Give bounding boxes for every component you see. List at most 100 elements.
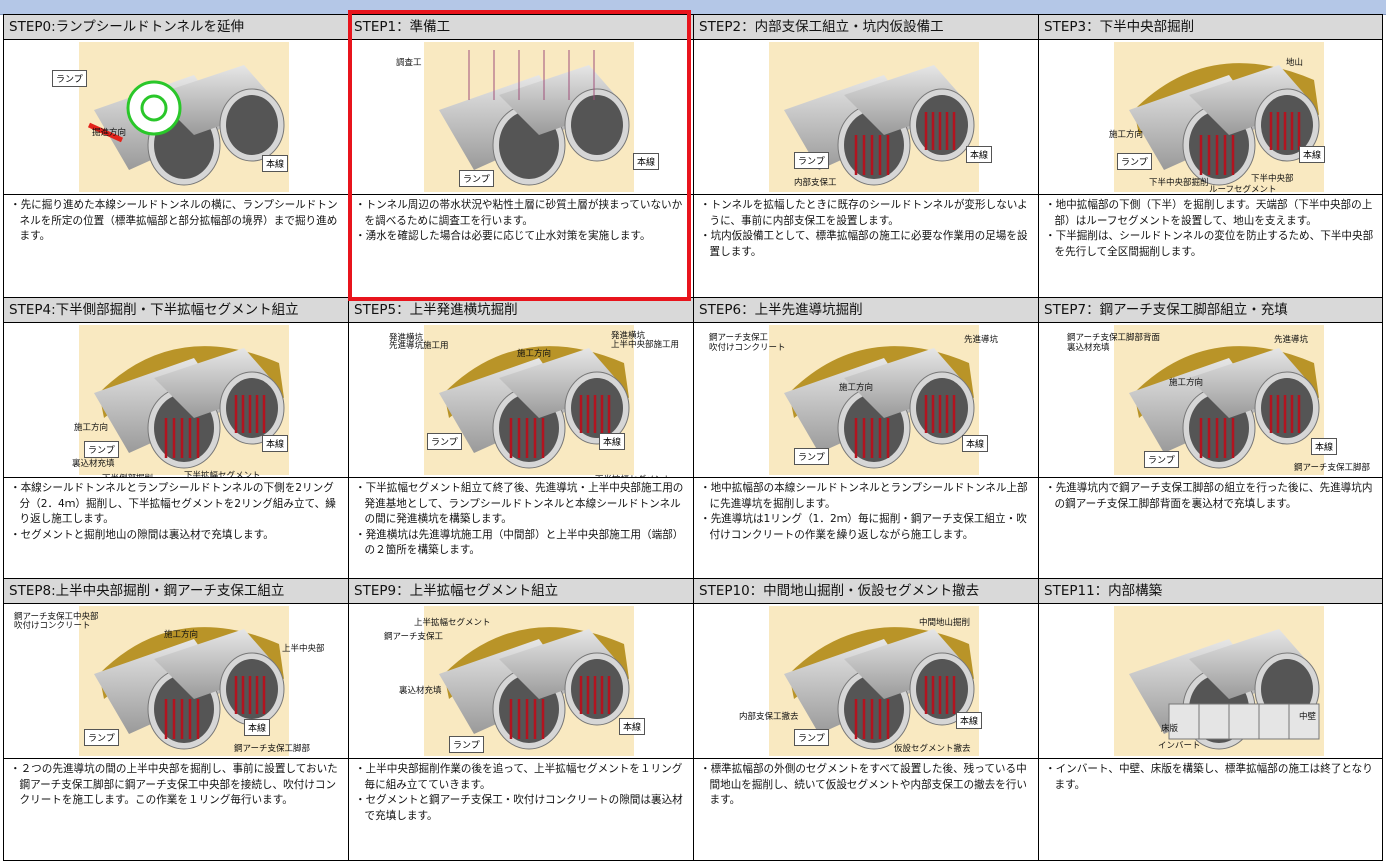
tunnel-drawing (1129, 346, 1320, 469)
diagram-label: 鋼アーチ支保工脚部 (234, 744, 310, 754)
step-cell-4: STEP4:下半側部掘削・下半拡幅セグメント組立施工方向ランプ本線裏込材充填下半… (4, 298, 349, 579)
diagram-label: 鋼アーチ支保工脚部 (1294, 463, 1370, 473)
step-illustration: 上半拡幅セグメント鋼アーチ支保工裏込材充填ランプ本線 (349, 604, 693, 759)
step-cell-9: STEP9：上半拡幅セグメント組立上半拡幅セグメント鋼アーチ支保工裏込材充填ラン… (349, 579, 694, 861)
step-description: ・インバート、中壁、床版を構築し、標準拡幅部の施工は終了となります。 (1039, 759, 1382, 793)
step-description: ・先進導坑内で鋼アーチ支保工脚部の組立を行った後に、先進導坑内の鋼アーチ支保工脚… (1039, 478, 1382, 512)
step-cell-0: STEP0:ランプシールドトンネルを延伸ランプ本線掘進方向・先に掘り進めた本線シ… (4, 15, 349, 298)
step-title: STEP5：上半発進横坑掘削 (349, 298, 693, 323)
diagram-label: 掘進方向 (92, 128, 127, 138)
step-illustration: ランプ本線掘進方向 (4, 40, 348, 195)
step-illustration: 発進横坑先進導坑施工用施工方向発進横坑上半中央部施工用ランプ本線下半拡幅セグメン… (349, 323, 693, 478)
diagram-label: 先進導坑 (964, 335, 999, 345)
description-line: ・セグメントと掘削地山の隙間は裏込材で充填します。 (10, 528, 274, 541)
step-title: STEP7：鋼アーチ支保工脚部組立・充填 (1039, 298, 1382, 323)
step-title: STEP0:ランプシールドトンネルを延伸 (4, 15, 348, 40)
tunnel-drawing (784, 346, 975, 469)
step-description: ・標準拡幅部の外側のセグメントをすべて設置した後、残っている中間地山を掘削し、続… (694, 759, 1038, 809)
diagram-label: ランプ (1144, 451, 1179, 468)
diagram-label: 上半中央部施工用 (611, 340, 680, 350)
diagram-label: 上半拡幅セグメント (414, 618, 491, 628)
description-line: ・セグメントと鋼アーチ支保工・吹付けコンクリートの隙間は裏込材で充填します。 (355, 794, 683, 822)
diagram-label: 発進横坑 (611, 331, 646, 341)
diagram-label: 本線 (244, 719, 271, 736)
diagram-label: 施工方向 (1109, 130, 1144, 140)
description-line: ・トンネル周辺の帯水状況や粘性土層に砂質土層が挟まっていないかを調べるために調査… (355, 199, 683, 227)
diagram-label: 中間地山掘削 (919, 618, 971, 628)
diagram-label: 本線 (633, 153, 660, 170)
description-line: ・発進横坑は先進導坑施工用（中間部）と上半中央部施工用（端部）の２箇所を構築しま… (355, 528, 684, 557)
diagram-label: 中壁 (1299, 712, 1317, 722)
diagram-label: 鋼アーチ支保工脚部背面 (1067, 333, 1160, 343)
step-illustration: 地山施工方向ランプ本線下半中央部掘削下半中央部ルーフセグメント (1039, 40, 1382, 195)
tunnel-drawing (439, 50, 630, 186)
description-line: ・標準拡幅部の外側のセグメントをすべて設置した後、残っている中間地山を掘削し、続… (700, 763, 1028, 806)
step-description: ・地中拡幅部の下側（下半）を掘削します。天端部（下半中央部の上部）はルーフセグメ… (1039, 195, 1382, 260)
step-description: ・上半中央部掘削作業の後を追って、上半拡幅セグメントを１リング毎に組み立てていき… (349, 759, 693, 824)
diagram-label: ランプ (52, 70, 87, 87)
diagram-label: ランプ (427, 433, 462, 450)
tunnel-drawing (1129, 629, 1320, 750)
step-title: STEP4:下半側部掘削・下半拡幅セグメント組立 (4, 298, 348, 323)
step-cell-5: STEP5：上半発進横坑掘削発進横坑先進導坑施工用施工方向発進横坑上半中央部施工… (349, 298, 694, 579)
description-line: ・本線シールドトンネルとランプシールドトンネルの下側を2リング分（2．4ｍ）掘削… (10, 482, 336, 525)
tunnel-drawing (94, 346, 285, 469)
step-illustration: ランプ 本線内部支保工 (694, 40, 1038, 195)
diagram-label: 本線 (619, 718, 646, 735)
description-line: ・上半中央部掘削作業の後を追って、上半拡幅セグメントを１リング毎に組み立てていき… (355, 763, 683, 791)
diagram-label: 下半中央部 (1251, 174, 1294, 184)
diagram-label: 施工方向 (517, 349, 552, 359)
diagram-label: 鋼アーチ支保工中央部 (14, 612, 99, 622)
step-title: STEP3：下半中央部掘削 (1039, 15, 1382, 40)
step-description: ・２つの先進導坑の間の上半中央部を掘削し、事前に設置しておいた鋼アーチ支保工脚部… (4, 759, 348, 809)
step-description: ・トンネルを拡幅したときに既存のシールドトンネルが変形しないように、事前に内部支… (694, 195, 1038, 260)
description-line: ・先進導坑は1リング（1．2ｍ）毎に掘削・鋼アーチ支保工組立・吹付けコンクリート… (700, 513, 1027, 541)
step-title: STEP1：準備工 (349, 15, 693, 40)
diagram-label: ルーフセグメント (1209, 185, 1277, 195)
step-title: STEP8:上半中央部掘削・鋼アーチ支保工組立 (4, 579, 348, 604)
diagram-label: 施工方向 (1169, 378, 1204, 388)
step-cell-3: STEP3：下半中央部掘削地山施工方向ランプ本線下半中央部掘削下半中央部ルーフセ… (1039, 15, 1382, 298)
diagram-label: 下半側部掘削 (102, 474, 153, 477)
diagram-label: 施工方向 (74, 423, 109, 433)
description-line: ・先進導坑内で鋼アーチ支保工脚部の組立を行った後に、先進導坑内の鋼アーチ支保工脚… (1045, 482, 1373, 510)
tunnel-drawing (87, 65, 285, 186)
description-line: ・地中拡幅部の下側（下半）を掘削します。天端部（下半中央部の上部）はルーフセグメ… (1045, 199, 1373, 227)
diagram-label: 発進横坑 (389, 333, 424, 343)
step-cell-7: STEP7：鋼アーチ支保工脚部組立・充填鋼アーチ支保工脚部背面裏込材充填先進導坑… (1039, 298, 1382, 579)
step-cell-11: STEP11：内部構築床版インバート中壁・インバート、中壁、床版を構築し、標準拡… (1039, 579, 1382, 861)
diagram-label: 仮設セグメント撤去 (894, 744, 971, 754)
step-title: STEP9：上半拡幅セグメント組立 (349, 579, 693, 604)
diagram-label: 吹付けコンクリート (709, 343, 786, 353)
step-illustration: 床版インバート中壁 (1039, 604, 1382, 759)
step-cell-6: STEP6：上半先進導坑掘削鋼アーチ支保工吹付けコンクリート先進導坑施工方向ラン… (694, 298, 1039, 579)
step-title: STEP6：上半先進導坑掘削 (694, 298, 1038, 323)
diagram-label: ランプ (794, 152, 829, 169)
diagram-label: 先進導坑 (1274, 335, 1309, 345)
description-line: ・下半拡幅セグメント組立て終了後、先進導坑・上半中央部施工用の発進基地として、ラ… (355, 482, 684, 525)
step-title: STEP10：中間地山掘削・仮設セグメント撤去 (694, 579, 1038, 604)
diagram-label: インバート (1158, 741, 1201, 751)
step-cell-1: STEP1：準備工調査工本線ランプ・トンネル周辺の帯水状況や粘性土層に砂質土層が… (349, 15, 694, 298)
step-illustration: 施工方向ランプ本線裏込材充填下半側部掘削下半拡幅セグメント (4, 323, 348, 478)
diagram-label: 先進導坑施工用 (389, 341, 449, 351)
step-cell-10: STEP10：中間地山掘削・仮設セグメント撤去中間地山掘削内部支保工撤去ランプ本… (694, 579, 1039, 861)
diagram-label: 施工方向 (839, 383, 874, 393)
diagram-label: 地山 (1286, 58, 1304, 68)
diagram-label: 施工方向 (164, 630, 199, 640)
diagram-label: 下半拡幅セグメント (184, 471, 261, 478)
description-line: ・坑内仮設備工として、標準拡幅部の施工に必要な作業用の足場を設置します。 (700, 230, 1028, 258)
step-description: ・下半拡幅セグメント組立て終了後、先進導坑・上半中央部施工用の発進基地として、ラ… (349, 478, 693, 559)
description-line: ・下半掘削は、シールドトンネルの変位を防止するため、下半中央部を先行して全区間掘… (1045, 230, 1374, 258)
step-cell-8: STEP8:上半中央部掘削・鋼アーチ支保工組立鋼アーチ支保工中央部吹付けコンクリ… (4, 579, 349, 861)
step-description: ・先に掘り進めた本線シールドトンネルの横に、ランプシールドトンネルを所定の位置（… (4, 195, 348, 245)
top-bar (0, 0, 1386, 15)
tunnel-drawing (784, 65, 975, 186)
diagram-label: 調査工 (396, 58, 422, 68)
step-description: ・地中拡幅部の本線シールドトンネルとランプシールドトンネル上部に先進導坑を掘削し… (694, 478, 1038, 543)
diagram-label: 吹付けコンクリート (14, 621, 91, 631)
description-line: ・先に掘り進めた本線シールドトンネルの横に、ランプシールドトンネルを所定の位置（… (10, 199, 338, 242)
description-line: ・湧水を確認した場合は必要に応じて止水対策を実施します。 (355, 230, 651, 242)
diagram-label: 本線 (966, 146, 993, 163)
diagram-label: 内部支保工 (794, 178, 837, 188)
